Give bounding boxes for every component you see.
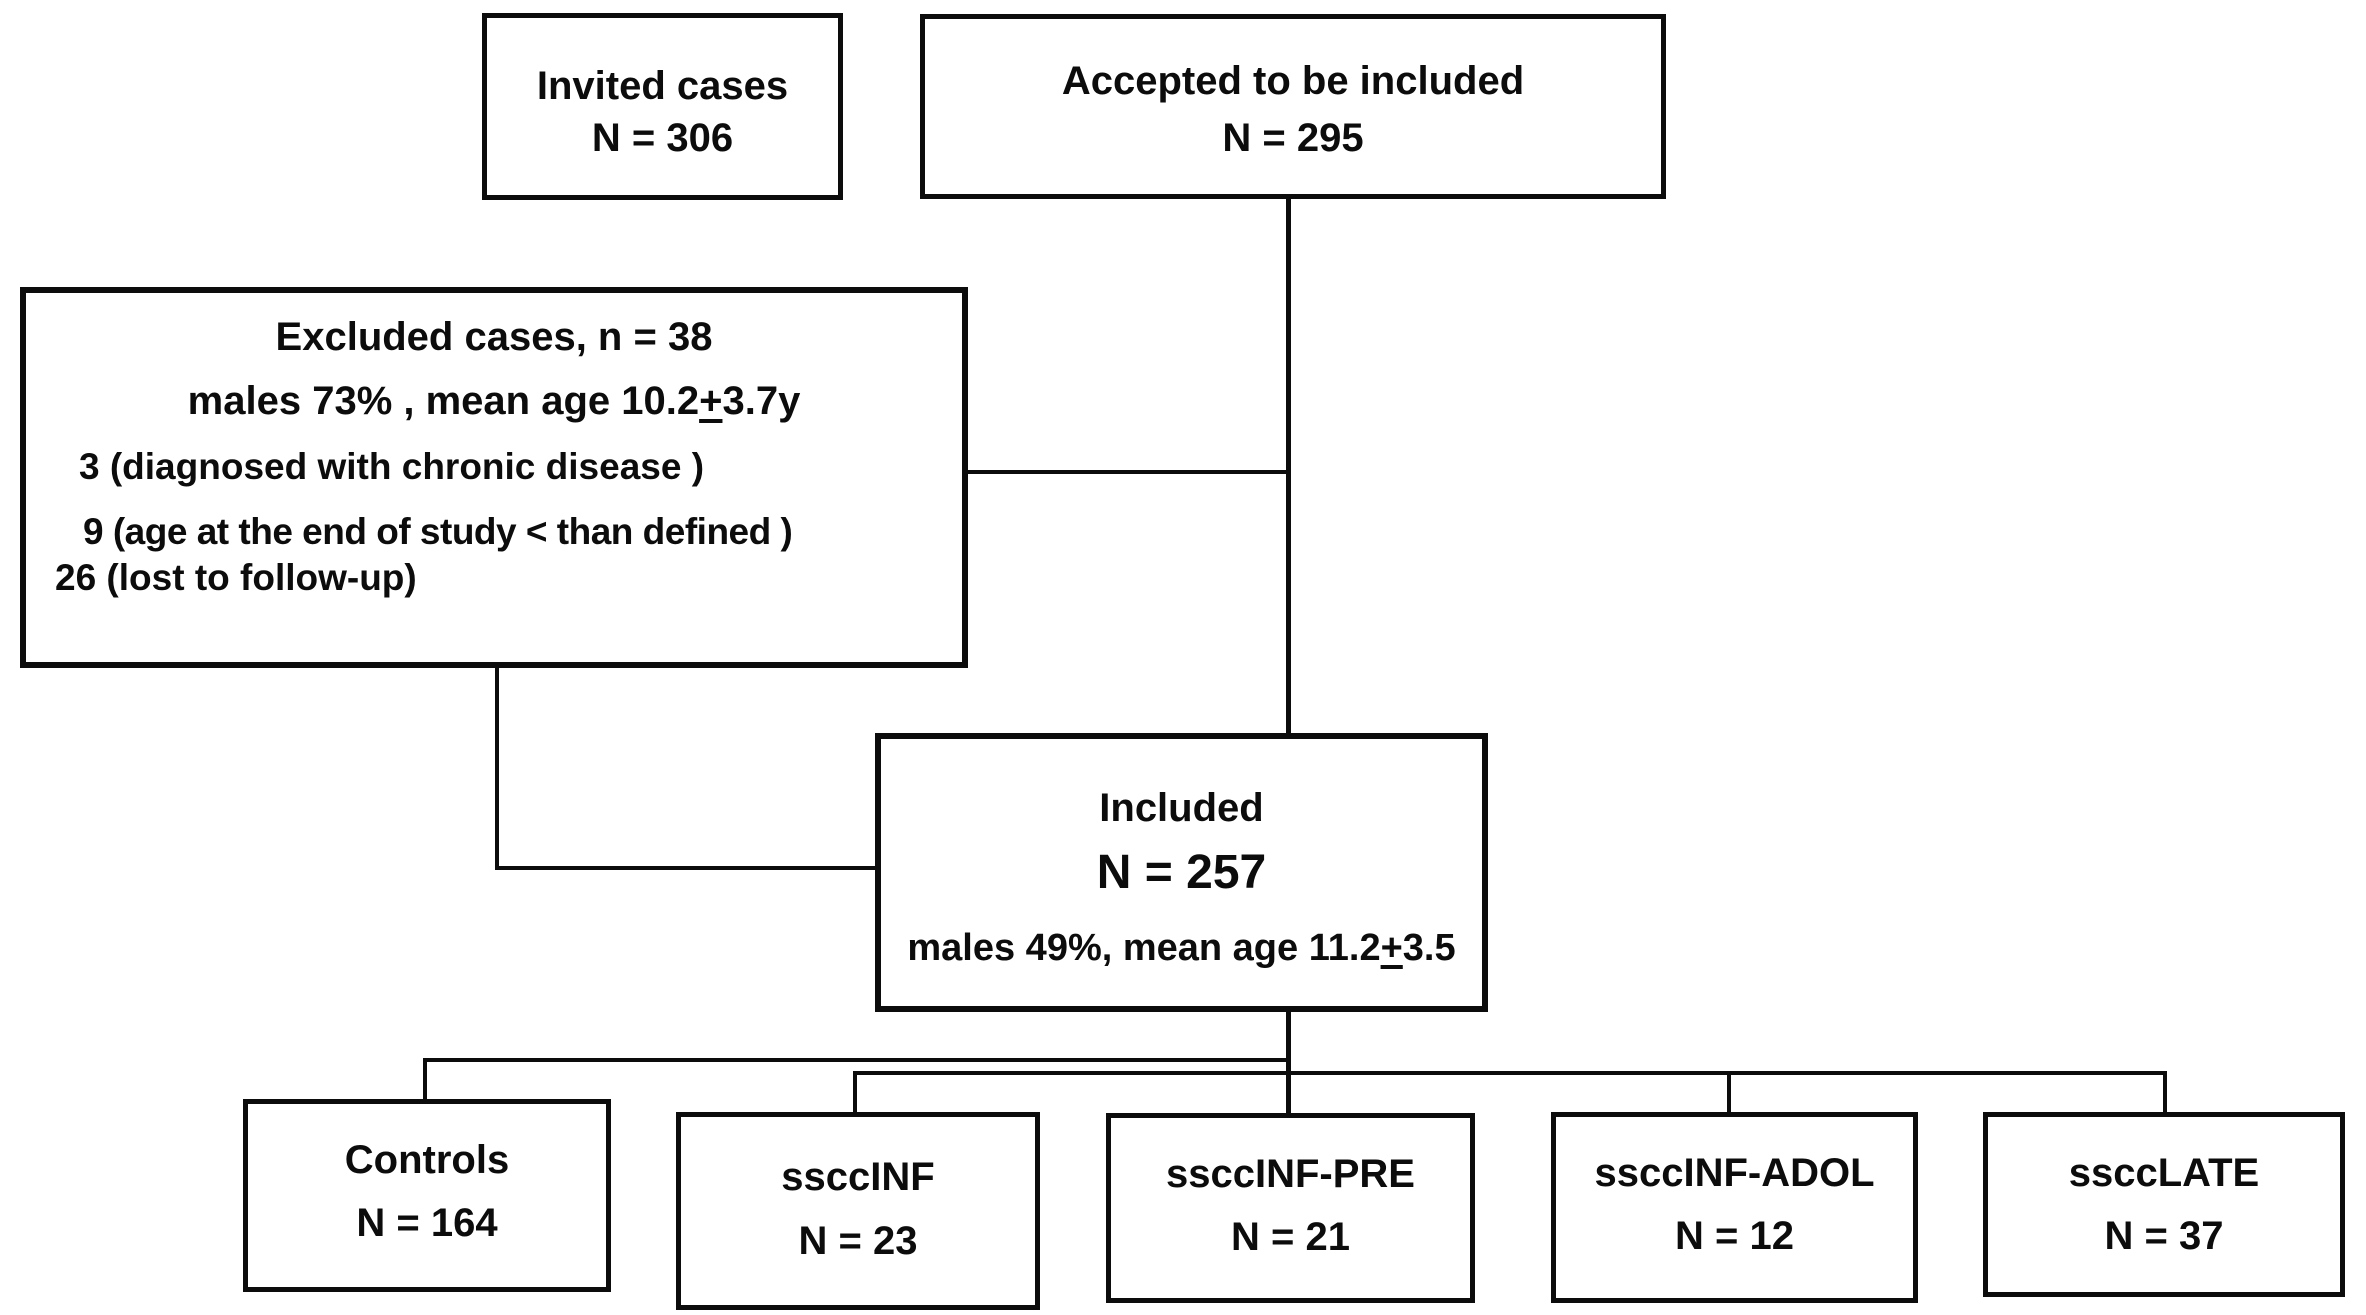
sscclate-count: N = 37 bbox=[2104, 1214, 2224, 1258]
invited-cases-count: N = 306 bbox=[591, 116, 734, 160]
excluded-demographics-plus: + bbox=[699, 379, 723, 423]
excluded-reason-age: 9 (age at the end of study < than define… bbox=[83, 511, 793, 552]
excluded-box: Excluded cases, n = 38 males 73% , mean … bbox=[20, 287, 968, 668]
ssccinf-adol-count: N = 12 bbox=[1675, 1214, 1794, 1258]
included-box: Included N = 257 males 49%, mean age 11.… bbox=[875, 733, 1488, 1012]
included-demographics-pre: males 49%, mean age 11.2 bbox=[907, 927, 1381, 969]
ssccinf-box: ssccINF N = 23 bbox=[676, 1112, 1040, 1310]
connector-excluded-to-included bbox=[495, 866, 877, 870]
connector-rail-upper bbox=[423, 1058, 1290, 1062]
controls-box: Controls N = 164 bbox=[243, 1099, 611, 1292]
connector-drop-controls bbox=[423, 1058, 427, 1103]
ssccinf-pre-count: N = 21 bbox=[1231, 1215, 1350, 1259]
excluded-title: Excluded cases, n = 38 bbox=[275, 315, 713, 359]
included-demographics-post: 3.5 bbox=[1402, 927, 1456, 969]
connector-accepted-to-included bbox=[1286, 199, 1291, 733]
accepted-title: Accepted to be included bbox=[1061, 59, 1525, 103]
controls-title: Controls bbox=[344, 1138, 510, 1182]
ssccinf-count: N = 23 bbox=[798, 1219, 918, 1263]
excluded-reason-chronic-disease: 3 (diagnosed with chronic disease ) bbox=[79, 446, 705, 487]
excluded-reason-lost-followup: 26 (lost to follow-up) bbox=[55, 557, 417, 598]
connector-excluded-branch bbox=[968, 470, 1286, 474]
accepted-box: Accepted to be included N = 295 bbox=[920, 14, 1666, 199]
ssccinf-pre-box: ssccINF-PRE N = 21 bbox=[1106, 1113, 1475, 1303]
invited-cases-title: Invited cases bbox=[536, 64, 789, 108]
sscclate-box: ssccLATE N = 37 bbox=[1983, 1112, 2345, 1297]
invited-cases-box: Invited cases N = 306 bbox=[482, 13, 843, 200]
connector-drop-ssccinf bbox=[853, 1071, 857, 1116]
included-demographics: males 49%, mean age 11.2+3.5 bbox=[881, 929, 1482, 967]
accepted-count: N = 295 bbox=[1222, 116, 1364, 160]
excluded-demographics-pre: males 73% , mean age 10.2 bbox=[187, 379, 700, 423]
connector-excluded-down bbox=[495, 668, 499, 870]
excluded-demographics-post: 3.7y bbox=[722, 379, 801, 423]
connector-included-down bbox=[1286, 1012, 1291, 1114]
ssccinf-adol-title: ssccINF-ADOL bbox=[1594, 1151, 1875, 1195]
excluded-demographics: males 73% , mean age 10.2+3.7y bbox=[26, 381, 962, 421]
ssccinf-adol-box: ssccINF-ADOL N = 12 bbox=[1551, 1112, 1918, 1303]
connector-drop-ssccinf-adol bbox=[1727, 1071, 1731, 1116]
included-demographics-plus: + bbox=[1380, 927, 1403, 969]
connector-drop-sscclate bbox=[2163, 1071, 2167, 1116]
ssccinf-title: ssccINF bbox=[781, 1155, 935, 1199]
included-count: N = 257 bbox=[1096, 846, 1267, 899]
controls-count: N = 164 bbox=[356, 1201, 498, 1245]
connector-rail-lower bbox=[853, 1071, 2167, 1075]
ssccinf-pre-title: ssccINF-PRE bbox=[1166, 1152, 1415, 1196]
sscclate-title: ssccLATE bbox=[2068, 1151, 2260, 1195]
included-title: Included bbox=[1099, 786, 1264, 830]
